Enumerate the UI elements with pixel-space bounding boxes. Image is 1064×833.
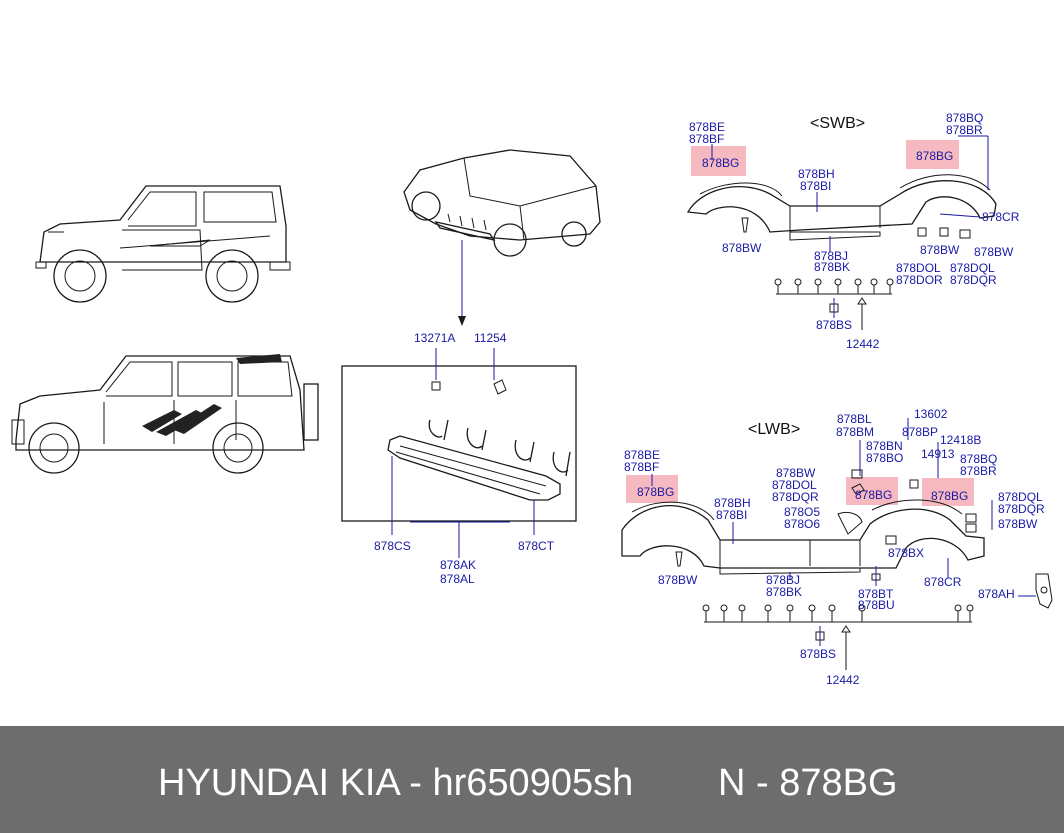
lwb-label-12418b: 12418B: [940, 433, 981, 447]
lwb-label-878bg-rear: 878BG: [931, 489, 968, 503]
swb-label-878bw-c: 878BW: [974, 245, 1014, 259]
lwb-label-13602: 13602: [914, 407, 948, 421]
swb-labels: <SWB> 878BE 878BF 878BG 878BH 878BI 878B…: [689, 111, 1020, 351]
lwb-label-878bt: 878BT: [858, 587, 894, 601]
lwb-label-87806: 878O6: [784, 517, 820, 531]
step-label-878ct: 878CT: [518, 539, 555, 553]
lwb-label-878bg-middle: 878BG: [855, 488, 892, 502]
lwb-highlight-middle: [846, 477, 898, 505]
step-label-878al: 878AL: [440, 572, 475, 586]
side-step-detail-box: [341, 348, 577, 558]
swb-label-878bg-rear: 878BG: [916, 149, 953, 163]
swb-label-878bs: 878BS: [816, 318, 852, 332]
lwb-label-878bw-c: 878BW: [658, 573, 698, 587]
footer-bar: HYUNDAI KIA - hr650905sh N - 878BG: [0, 726, 1064, 833]
step-label-11254: 11254: [474, 331, 507, 345]
lwb-label-878bu: 878BU: [858, 598, 895, 612]
lwb-label-878dql: 878DQL: [998, 490, 1043, 504]
swb-highlight-rear: [906, 140, 959, 169]
footer-part-ref: N - 878BG: [718, 762, 898, 804]
lwb-label-12442: 12442: [826, 673, 860, 687]
side-step-location-view: [403, 149, 601, 326]
swb-label-878bq: 878BQ: [946, 111, 983, 125]
lwb-label-878bg: 878BG: [637, 485, 674, 499]
swb-label-878dqr: 878DQR: [950, 273, 997, 287]
lwb-label-878bh: 878BH: [714, 496, 751, 510]
swb-label-878bw-b: 878BW: [920, 243, 960, 257]
swb-label-878bw-a: 878BW: [722, 241, 762, 255]
lwb-label-878bl: 878BL: [837, 412, 872, 426]
swb-diagram: [686, 135, 997, 330]
lwb-label-878bf: 878BF: [624, 460, 659, 474]
swb-label-878bh: 878BH: [798, 167, 835, 181]
lwb-labels: <LWB> 878BE 878BF 878BG 878BH 878BI 878B…: [624, 407, 1045, 687]
swb-title: <SWB>: [810, 115, 865, 132]
lwb-label-878br: 878BR: [960, 464, 997, 478]
lwb-label-878bs: 878BS: [800, 647, 836, 661]
swb-highlight-front: [691, 146, 746, 176]
swb-label-878br: 878BR: [946, 123, 983, 137]
lwb-label-14913: 14913: [921, 447, 955, 461]
swb-label-12442: 12442: [846, 337, 880, 351]
swb-vehicle-illustration: [35, 185, 291, 303]
lwb-label-878bw-b: 878BW: [998, 517, 1038, 531]
swb-label-878bi: 878BI: [800, 179, 831, 193]
lwb-label-878bj: 878BJ: [766, 573, 800, 587]
lwb-title: <LWB>: [748, 421, 800, 438]
lwb-label-878bq: 878BQ: [960, 452, 997, 466]
lwb-label-878bn: 878BN: [866, 439, 903, 453]
swb-label-878dql: 878DQL: [950, 261, 995, 275]
swb-label-878dol: 878DOL: [896, 261, 941, 275]
lwb-label-878bo: 878BO: [866, 451, 903, 465]
swb-label-878cr: 878CR: [982, 210, 1020, 224]
lwb-diagram: [621, 418, 1053, 670]
lwb-label-878ah: 878AH: [978, 587, 1015, 601]
step-label-13271a: 13271A: [414, 331, 455, 345]
swb-label-878bk: 878BK: [814, 260, 850, 274]
lwb-clip-row: [702, 604, 974, 622]
lwb-label-878bw-a: 878BW: [776, 466, 816, 480]
lwb-label-878be: 878BE: [624, 448, 660, 462]
lwb-label-878bk: 878BK: [766, 585, 802, 599]
lwb-label-878dol: 878DOL: [772, 478, 817, 492]
lwb-label-87805: 878O5: [784, 505, 820, 519]
swb-label-878bj: 878BJ: [814, 249, 848, 263]
parts-diagram: 13271A 11254 878CS 878AK 878AL 878CT: [11, 111, 1053, 687]
lwb-vehicle-illustration: [11, 354, 319, 474]
step-labels: 13271A 11254 878CS 878AK 878AL 878CT: [374, 331, 555, 586]
lwb-label-878bi: 878BI: [716, 508, 747, 522]
swb-label-878dor: 878DOR: [896, 273, 943, 287]
swb-clip-row: [774, 278, 894, 294]
lwb-label-878dqr-a: 878DQR: [772, 490, 819, 504]
lwb-label-878dqr-b: 878DQR: [998, 502, 1045, 516]
lwb-label-878bx: 878BX: [888, 546, 924, 560]
swb-label-878bf: 878BF: [689, 132, 724, 146]
lwb-label-878cr: 878CR: [924, 575, 962, 589]
swb-label-878bg: 878BG: [702, 156, 739, 170]
swb-label-878be: 878BE: [689, 120, 725, 134]
step-label-878cs: 878CS: [374, 539, 411, 553]
lwb-label-878bm: 878BM: [836, 425, 874, 439]
footer-part-source: HYUNDAI KIA - hr650905sh: [158, 762, 634, 804]
lwb-label-878bp: 878BP: [902, 425, 938, 439]
step-label-878ak: 878AK: [440, 558, 476, 572]
